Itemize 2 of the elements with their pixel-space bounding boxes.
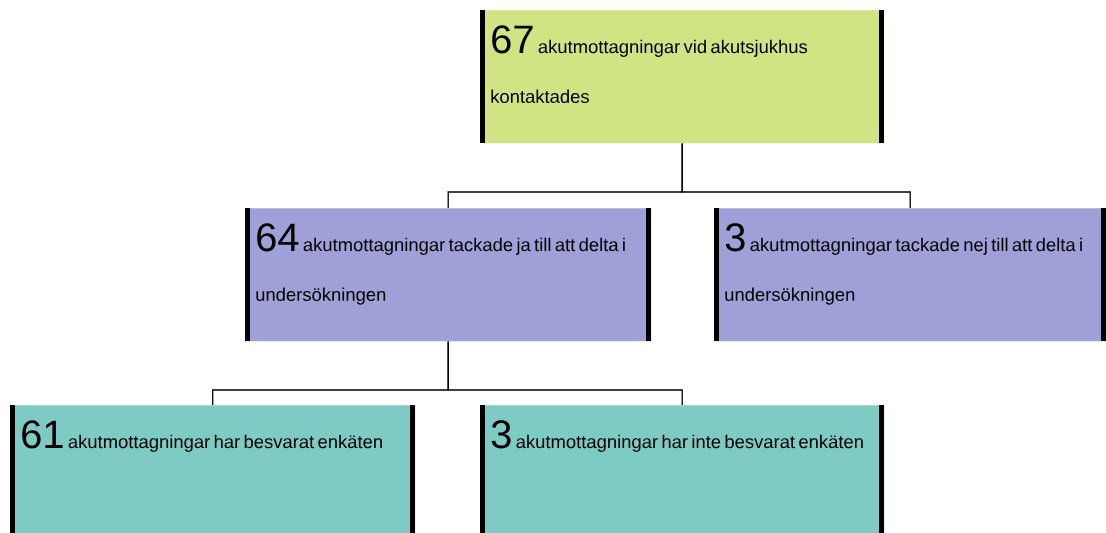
- connector-line: [681, 142, 911, 209]
- connector-line: [447, 340, 683, 406]
